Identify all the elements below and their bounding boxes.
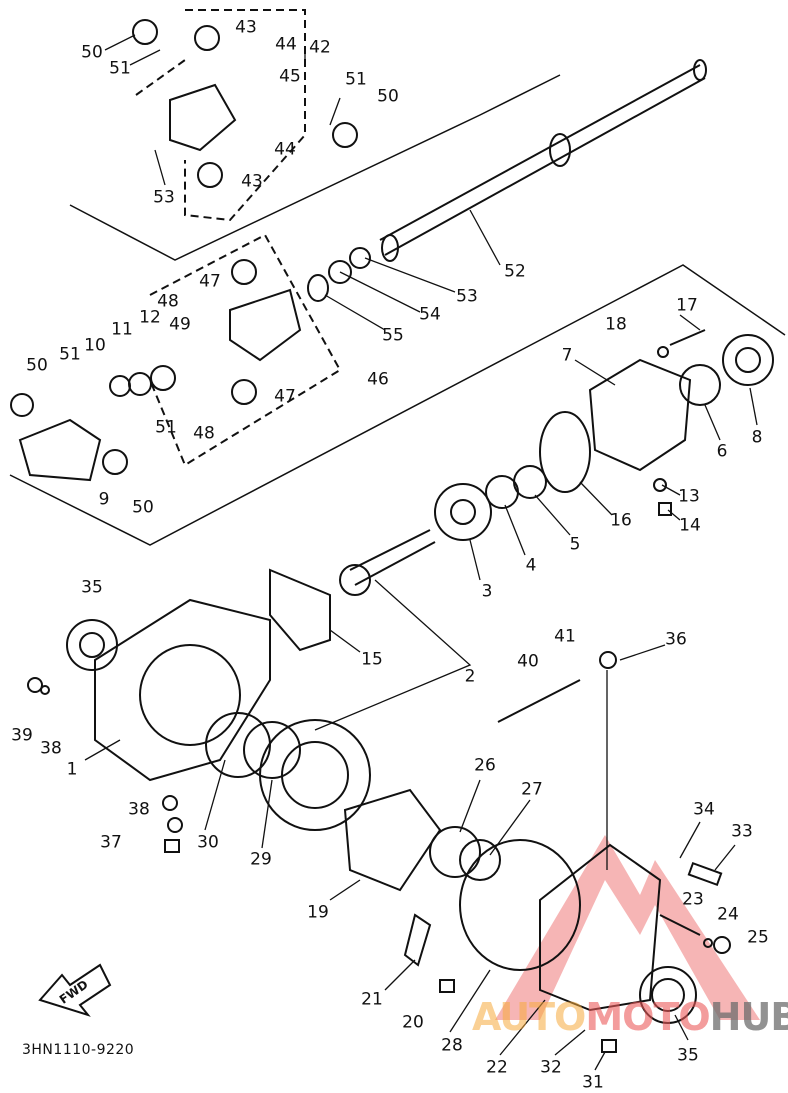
part-label: 53 [153,187,175,208]
part-label: 28 [441,1035,463,1056]
dashed-box-46 [149,233,342,467]
part-label: 2 [464,666,476,687]
part-label: 50 [81,42,103,63]
part-label: 1 [66,759,78,780]
part-label: 46 [367,369,389,390]
part-label: 49 [169,314,191,335]
part-label: 44 [275,34,297,55]
part-label: 37 [100,832,122,853]
part-label: 44 [274,139,296,160]
part-label: 47 [199,271,221,292]
part-label: 29 [250,849,272,870]
part-label: 5 [569,534,581,555]
part-label: 13 [678,486,700,507]
part-label: 14 [679,515,701,536]
part-label: 45 [279,66,301,87]
part-label: 32 [540,1057,562,1078]
part-label: 10 [84,335,106,356]
part-label: 23 [682,889,704,910]
part-label: 51 [109,58,131,79]
part-label: 42 [309,37,331,58]
housing-parts [18,83,692,1012]
part-label: 19 [307,902,329,923]
ring-parts [10,19,774,1024]
part-label: 11 [111,319,133,340]
part-label: 9 [98,489,110,510]
fwd-arrow [38,963,112,1017]
part-label: 51 [345,69,367,90]
part-label: 27 [521,779,543,800]
part-label: 43 [235,17,257,38]
dashed-box-42 [135,9,306,222]
part-label: 15 [361,649,383,670]
part-label: 51 [59,344,81,365]
part-label: 55 [382,325,404,346]
part-label: 34 [693,799,715,820]
part-label: 50 [26,355,48,376]
part-label: 54 [419,304,441,325]
leader-lines [84,34,758,1071]
watermark-triangle [495,835,760,1020]
part-label: 50 [132,497,154,518]
part-label: 47 [274,386,296,407]
part-label: 7 [561,345,573,366]
part-label: 50 [377,86,399,107]
part-label: 26 [474,755,496,776]
watermark-text: AUTOMOTOHUB [472,998,788,1036]
part-label: 31 [582,1072,604,1093]
part-label: 39 [11,725,33,746]
part-label: 53 [456,286,478,307]
part-label: 20 [402,1012,424,1033]
part-label: 43 [241,171,263,192]
part-label: 24 [717,904,739,925]
part-label: 21 [361,989,383,1010]
part-label: 30 [197,832,219,853]
part-label: 17 [676,295,698,316]
part-label: 35 [677,1045,699,1066]
part-label: 40 [517,651,539,672]
watermark-moto: MOTO [585,995,710,1039]
part-label: 36 [665,629,687,650]
part-label: 18 [605,314,627,335]
part-label: 52 [504,261,526,282]
part-label: 35 [81,577,103,598]
part-label: 33 [731,821,753,842]
part-label: 41 [554,626,576,647]
part-label: 8 [751,427,763,448]
outline-box-lower [9,264,786,546]
part-label: 16 [610,510,632,531]
part-label: 38 [40,738,62,759]
part-label: 48 [193,423,215,444]
drive-shaft [379,59,707,262]
part-label: 25 [747,927,769,948]
part-label: 4 [525,555,537,576]
part-label: 22 [486,1057,508,1078]
part-label: 3 [481,581,493,602]
small-parts [27,329,731,1053]
watermark-auto: AUTO [472,995,586,1039]
watermark-hub: HUB [709,995,788,1039]
part-label: 6 [716,441,728,462]
outline-box-top [69,74,561,261]
part-label: 51 [155,417,177,438]
part-label: 12 [139,307,161,328]
part-label: 48 [157,291,179,312]
diagram-code: 3HN1110-9220 [22,1042,135,1058]
part-label: 38 [128,799,150,820]
pinion-gear [339,529,436,596]
